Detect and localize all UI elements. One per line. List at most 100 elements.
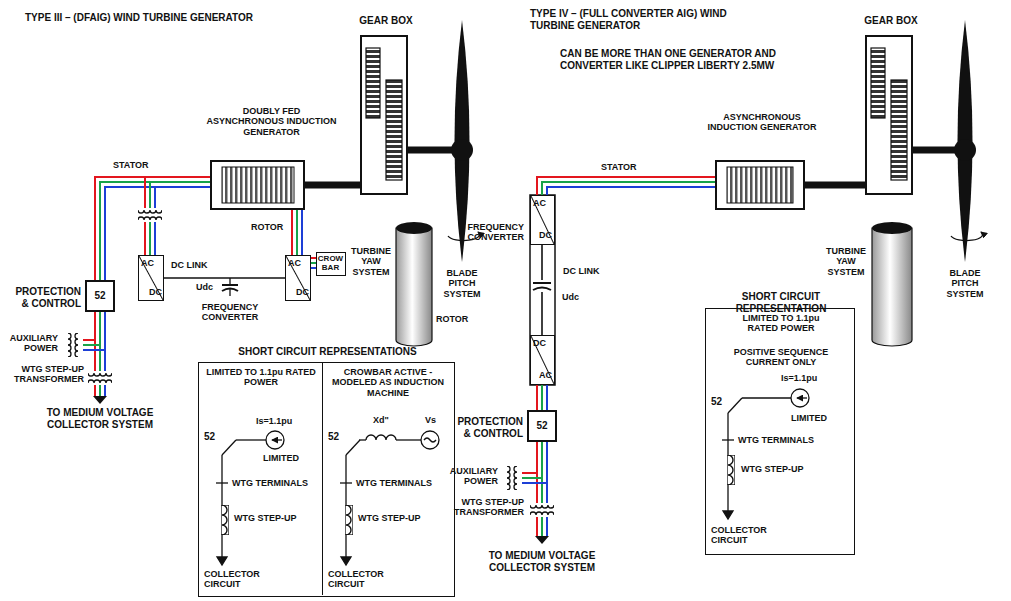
tower [396, 228, 432, 346]
short-circuit-circuit [723, 511, 733, 519]
note-label: TYPE IV – (FULL CONVERTER AIG) WIND TURB… [530, 8, 745, 31]
capacitor-symbol [229, 289, 230, 296]
gearbox-gears [386, 80, 402, 180]
generator-windings [222, 167, 793, 203]
pitch-arrow [951, 232, 983, 241]
transformer-symbol [505, 466, 519, 490]
text-label: WTG TERMINALS [356, 478, 451, 488]
converter-box: ACDC [285, 255, 311, 301]
collector-arrow [93, 396, 107, 404]
short-circuit-circuit [396, 439, 421, 440]
short-circuit-box: CROWBAR ACTIVE - MODELED AS INDUCTION MA… [323, 363, 454, 595]
short-circuit-circuit [421, 431, 439, 449]
breaker-box: PROTECTION & CONTROL52 [527, 410, 557, 442]
capacitor-symbol [533, 282, 551, 284]
text-label: AC [288, 258, 308, 268]
wire-label: ROTOR [250, 222, 284, 232]
short-circuit-circuit [727, 485, 728, 512]
text-label: LIMITED [263, 453, 318, 463]
short-circuit-circuit [742, 397, 791, 398]
short-circuit-circuit [221, 535, 222, 558]
short-circuit-circuit [797, 397, 807, 398]
note-label: FREQUENCY CONVERTER [185, 302, 275, 323]
short-circuit-circuit [216, 482, 228, 483]
generator-box: ASYNCHRONOUS INDUCTION GENERATOR [715, 160, 805, 210]
text-label: 52 [87, 290, 113, 302]
gearbox-box: GEAR BOX [360, 35, 408, 195]
tower [872, 228, 912, 346]
wire-label: STATOR [600, 162, 638, 172]
note-label: Udc [562, 292, 592, 302]
three-phase-wire [83, 339, 95, 341]
collector-arrow [93, 396, 549, 544]
three-phase-wire [537, 385, 547, 410]
three-phase-wire [546, 442, 548, 536]
wire-line [296, 210, 298, 255]
text-label: COLLECTOR CIRCUIT [711, 525, 791, 546]
generator-windings [727, 167, 793, 203]
tower [396, 222, 912, 346]
text-label: SHORT CIRCUIT REPRESENTATION [696, 291, 866, 314]
text-label: POSITIVE SEQUENCE CURRENT ONLY [726, 347, 836, 368]
text-label: WTG STEP-UP [741, 464, 831, 474]
wire-line [536, 385, 538, 410]
gearbox-box: GEAR BOX [865, 35, 913, 195]
note-label: WTG STEP-UP TRANSFORMER [4, 364, 84, 385]
text-label: Vs [425, 415, 445, 425]
three-phase-wire [536, 442, 538, 536]
short-circuit-circuit [345, 455, 346, 506]
wire-line [301, 210, 303, 255]
text-label: ASYNCHRONOUS INDUCTION GENERATOR [707, 112, 817, 133]
converter-box: ACDC [138, 255, 164, 301]
short-circuit-circuit [222, 440, 236, 455]
note-label: TURBINE YAW SYSTEM [349, 246, 393, 277]
short-circuit-circuit [340, 482, 352, 483]
short-circuit-circuit [272, 439, 282, 440]
note-label: BLADE PITCH SYSTEM [437, 268, 487, 299]
note-label: CAN BE MORE THAN ONE GENERATOR AND CONVE… [560, 48, 810, 71]
note-label: TO MEDIUM VOLTAGE COLLECTOR SYSTEM [30, 407, 170, 430]
three-phase-wire [83, 349, 105, 351]
note-label: ROTOR [436, 314, 476, 324]
text-label: LIMITED TO 1.1pu RATED POWER [731, 313, 831, 334]
note-label: AUXILIARY POWER [446, 466, 498, 487]
breaker-box: PROTECTION & CONTROL52 [85, 280, 115, 312]
wire-line [305, 182, 360, 189]
dc-link-wire [164, 278, 285, 279]
text-label: AC [533, 370, 552, 380]
gearbox-gears [366, 48, 380, 118]
wire-line [547, 187, 715, 195]
three-phase-wire [292, 210, 302, 255]
short-circuit-circuit [266, 431, 284, 449]
collector-arrow [535, 536, 549, 544]
wire-line [164, 277, 285, 279]
short-circuit-panel: SHORT CIRCUIT REPRESENTATIONSLIMITED TO … [198, 362, 455, 597]
short-circuit-circuit [791, 389, 809, 407]
wire-line [805, 182, 865, 189]
wire-line [155, 187, 210, 255]
text-label: DC [142, 287, 162, 297]
note-label: TYPE III – (DFAIG) WIND TURBINE GENERATO… [25, 12, 355, 24]
short-circuit-circuit [216, 389, 809, 565]
short-circuit-circuit [236, 439, 266, 440]
three-phase-wire [537, 177, 715, 195]
short-circuit-box: LIMITED TO 1.1pu RATED POWERIs=1.1puLIMI… [199, 363, 323, 595]
text-label: LIMITED TO 1.1pu RATED POWER [204, 367, 318, 388]
gearbox-gears [871, 48, 885, 118]
short-circuit-circuit [345, 535, 346, 558]
note-label: WTG STEP-UP TRANSFORMER [446, 497, 524, 518]
note-label: BLADE PITCH SYSTEM [940, 268, 990, 299]
capacitor-symbol [229, 278, 230, 285]
text-label: GEAR BOX [855, 15, 927, 27]
short-circuit-circuit [217, 557, 227, 565]
rotor-blade [954, 139, 976, 161]
three-phase-wire [522, 482, 547, 484]
wire-label: STATOR [112, 160, 150, 170]
three-phase-wire [83, 344, 100, 346]
text-label: LIMITED [791, 413, 846, 423]
short-circuit-circuit [221, 455, 222, 506]
text-label: WTG TERMINALS [232, 478, 320, 488]
text-label: DC [533, 338, 553, 348]
short-circuit-circuit [345, 505, 353, 535]
transformer-symbol [88, 371, 112, 385]
